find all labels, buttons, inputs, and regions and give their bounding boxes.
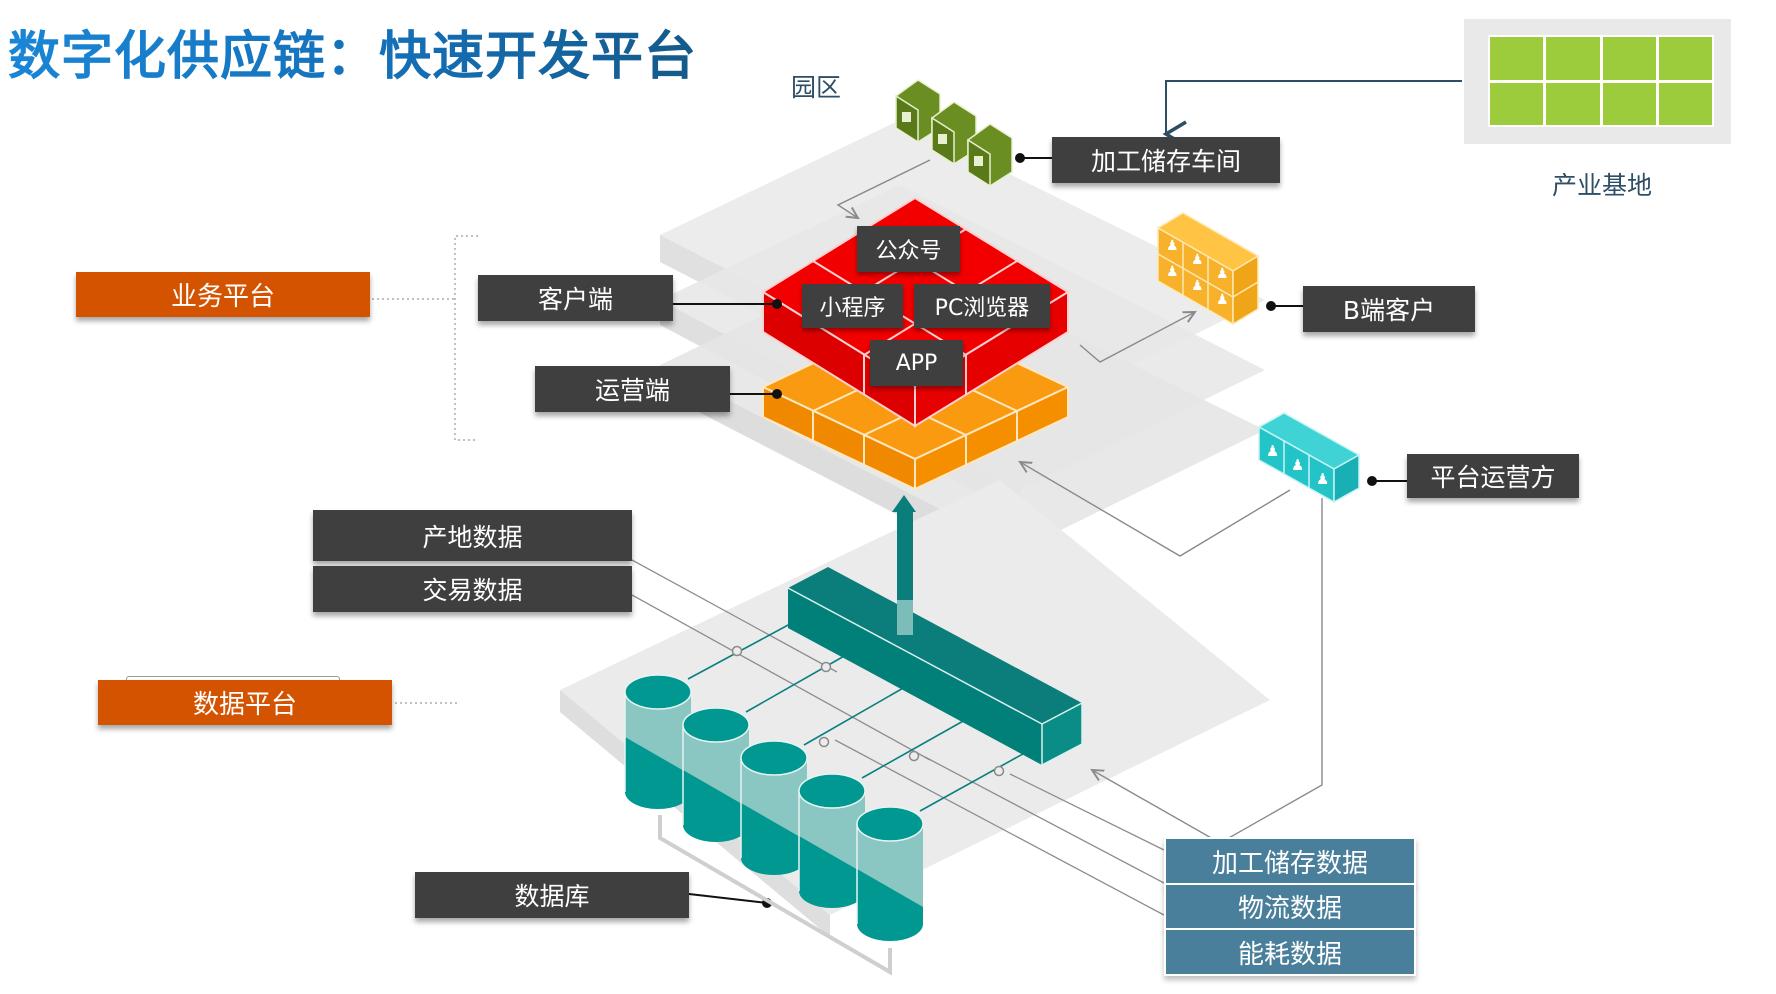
svg-text:♟: ♟ xyxy=(1166,264,1179,280)
database-cylinders xyxy=(624,674,924,941)
operator-cubes: ♟ ♟ ♟ xyxy=(1257,412,1361,504)
client-side-label: 客户端 xyxy=(478,275,673,321)
industry-base-label: 产业基地 xyxy=(1552,171,1653,200)
processing-storage-data-label: 加工储存数据 xyxy=(1164,837,1416,885)
upward-data-arrow xyxy=(892,495,916,635)
svg-text:♟: ♟ xyxy=(1266,442,1279,460)
platform-operator-label: 平台运营方 xyxy=(1407,454,1579,498)
data-lines xyxy=(631,559,1165,916)
svg-text:♟: ♟ xyxy=(1166,238,1179,254)
operations-side-label: 运营端 xyxy=(535,366,730,412)
database-cylinder xyxy=(624,674,692,809)
field-tile xyxy=(1490,82,1544,125)
energy-consumption-data-label: 能耗数据 xyxy=(1164,928,1416,976)
field-tile xyxy=(1658,37,1712,80)
database-cylinder xyxy=(740,740,808,875)
database-bracket xyxy=(658,815,892,976)
park-label: 园区 xyxy=(791,73,842,102)
industry-base-tiles xyxy=(1488,35,1714,127)
channel-app: APP xyxy=(870,340,963,386)
page-title: 数字化供应链：快速开发平台 xyxy=(8,14,697,89)
svg-text:♟: ♟ xyxy=(1191,252,1204,268)
field-tile xyxy=(1546,37,1600,80)
industry-base-arrow xyxy=(1162,80,1462,148)
channel-pc-browser: PC浏览器 xyxy=(914,284,1050,328)
database-cylinder xyxy=(798,773,866,908)
database-label: 数据库 xyxy=(415,872,689,918)
warehouse-houses xyxy=(895,79,1013,188)
origin-data-label: 产地数据 xyxy=(313,510,632,561)
house-icon xyxy=(967,123,1013,188)
field-tile xyxy=(1546,82,1600,125)
field-tile xyxy=(1602,37,1656,80)
svg-text:♟: ♟ xyxy=(1191,278,1204,294)
data-platform-label: 数据平台 xyxy=(98,680,392,725)
business-bracket xyxy=(372,235,478,704)
flow-arrows xyxy=(836,159,1323,844)
b-customer-cubes: ♟ ♟ ♟ ♟ ♟ ♟ xyxy=(1156,212,1260,326)
svg-text:♟: ♟ xyxy=(1291,456,1304,474)
channel-mini-program: 小程序 xyxy=(802,284,903,328)
data-bus-bar xyxy=(787,567,1083,767)
field-tile xyxy=(1658,82,1712,125)
label-connectors xyxy=(673,153,1407,908)
field-tile xyxy=(1490,37,1544,80)
b-customer-label: B端客户 xyxy=(1303,286,1475,332)
field-tile xyxy=(1602,82,1656,125)
svg-text:♟: ♟ xyxy=(1216,266,1229,282)
database-cylinder xyxy=(682,707,750,842)
workshop-label: 加工储存车间 xyxy=(1052,137,1280,183)
trade-data-label: 交易数据 xyxy=(313,566,632,612)
svg-text:♟: ♟ xyxy=(1316,470,1329,488)
database-cylinder xyxy=(856,806,924,941)
house-icon xyxy=(895,79,941,144)
channel-wechat-official-account: 公众号 xyxy=(857,226,960,272)
logistics-data-label: 物流数据 xyxy=(1164,883,1416,930)
junction-nodes xyxy=(731,645,1005,777)
svg-text:♟: ♟ xyxy=(1216,292,1229,308)
business-platform-label: 业务平台 xyxy=(76,272,370,317)
